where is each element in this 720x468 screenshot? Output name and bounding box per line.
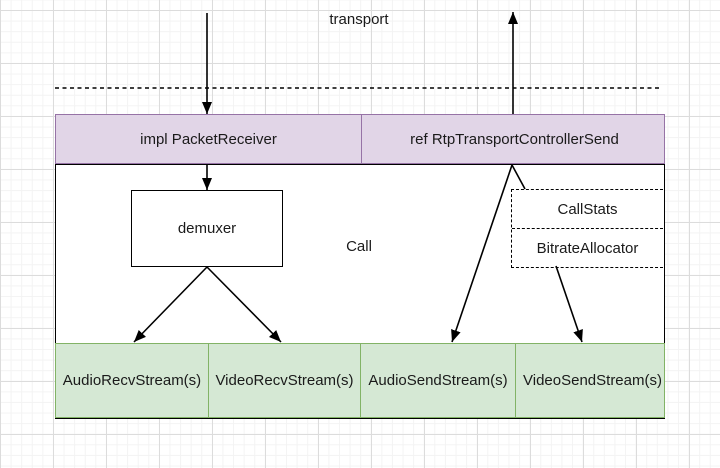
- call-stats-box: CallStats: [512, 190, 663, 228]
- call-header-row: impl PacketReceiver ref RtpTransportCont…: [55, 114, 665, 164]
- transport-label: transport: [329, 10, 389, 28]
- demuxer-box: demuxer: [131, 190, 283, 267]
- rtp-transport-controller-send-label: ref RtpTransportControllerSend: [410, 130, 619, 148]
- rtp-transport-controller-send-cell: ref RtpTransportControllerSend: [361, 115, 667, 163]
- audio-send-stream-cell: AudioSendStream(s): [360, 344, 515, 417]
- bitrate-allocator-label: BitrateAllocator: [536, 239, 639, 257]
- video-recv-stream-cell: VideoRecvStream(s): [208, 344, 360, 417]
- call-stats-label: CallStats: [557, 200, 618, 218]
- packet-receiver-cell: impl PacketReceiver: [56, 115, 361, 163]
- packet-receiver-label: impl PacketReceiver: [140, 130, 277, 148]
- audio-recv-stream-label: AudioRecvStream(s): [62, 372, 202, 389]
- audio-send-stream-label: AudioSendStream(s): [368, 372, 508, 389]
- call-label: Call: [346, 237, 372, 255]
- stream-row: AudioRecvStream(s) VideoRecvStream(s) Au…: [55, 343, 665, 418]
- demuxer-label: demuxer: [177, 220, 237, 237]
- video-recv-stream-label: VideoRecvStream(s): [215, 372, 354, 389]
- audio-recv-stream-cell: AudioRecvStream(s): [56, 344, 208, 417]
- video-send-stream-label: VideoSendStream(s): [523, 372, 662, 389]
- video-send-stream-cell: VideoSendStream(s): [515, 344, 669, 417]
- bitrate-allocator-box: BitrateAllocator: [512, 228, 663, 267]
- stats-box: CallStats BitrateAllocator: [511, 189, 663, 268]
